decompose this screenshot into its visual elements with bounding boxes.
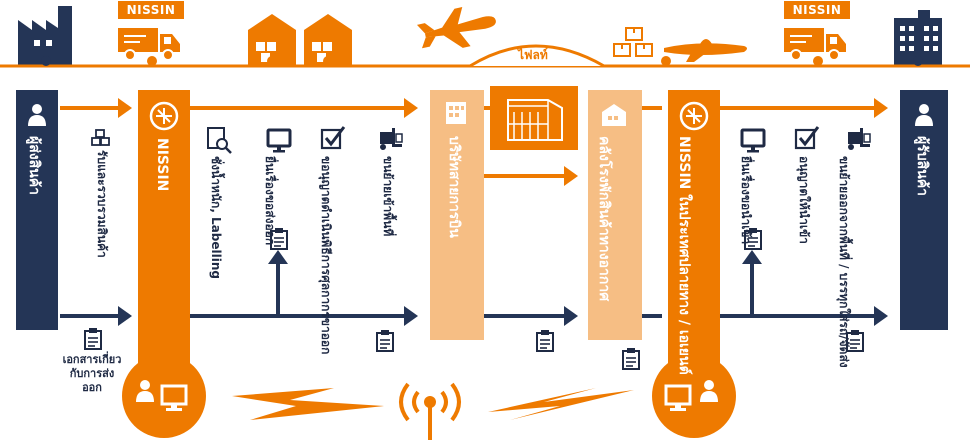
lower-flow-arrows <box>60 250 888 326</box>
step-import-declaration: ยื่นเรื่องขอนำเข้า <box>738 156 753 245</box>
warehouse-icon <box>248 14 296 66</box>
airplane-takeoff-icon <box>415 0 500 57</box>
monitor-icon <box>266 128 292 154</box>
document-search-icon <box>207 127 232 154</box>
nissin-destination-label: NISSIN ในประเทศปลายทาง / เอเยนต์ <box>676 136 693 375</box>
monitor-icon <box>740 128 766 154</box>
checklist-icon <box>320 126 346 150</box>
airline-column <box>430 90 484 340</box>
step-export-declaration: ยื่นเรื่องขอส่งออก <box>262 156 277 246</box>
flight-label: ไฟลท์ <box>518 48 548 62</box>
nissin-destination-column <box>668 90 720 370</box>
nissin-origin-label: NISSIN <box>154 138 171 192</box>
nissin-truck-badge: NISSIN <box>784 1 850 19</box>
nissin-truck-badge: NISSIN <box>118 1 184 19</box>
flight-arc <box>469 44 605 68</box>
uld-container-icon <box>507 99 563 141</box>
airplane-icon <box>664 39 747 62</box>
shipper-label: ผู้ส่งสินค้า <box>26 136 43 195</box>
operator-icon <box>136 380 188 411</box>
building-icon <box>446 102 466 124</box>
warehouse-small-icon <box>602 104 626 126</box>
step-receive: รับและรวบรวมสินค้า <box>94 150 109 258</box>
document-icon <box>622 347 640 370</box>
export-documents-note: เอกสารเกี่ยวกับการส่งออก <box>62 353 122 394</box>
upper-flow-arrows <box>60 98 888 186</box>
boxes-icon <box>91 129 110 146</box>
step-import-permit: อนุญาตให้นำเข้า <box>796 156 811 244</box>
airline-label: บริษัทสายการบิน <box>446 136 463 238</box>
nissin-logo-icon <box>149 101 179 131</box>
document-icon <box>536 329 554 352</box>
antenna-signal-icon <box>399 382 461 440</box>
step-export-customs: ขอนุญาตดำเนินพิธีการศุลกากรขาออก <box>318 156 333 355</box>
consignee-label: ผู้รับสินค้า <box>914 136 931 196</box>
nissin-origin-base <box>122 354 206 438</box>
warehouse-icon <box>304 14 352 66</box>
nissin-logo-icon <box>679 101 709 131</box>
step-deliver: ขนย้ายออกจากพื้นที่ / บรรทุกใส่รถ/จัดส่ง <box>836 156 851 368</box>
nissin-origin-column <box>138 90 190 370</box>
document-icon <box>84 327 102 350</box>
cargo-boxes-icon <box>613 27 653 57</box>
lightning-bolt-left <box>232 388 384 420</box>
nissin-destination-base <box>652 354 736 438</box>
forklift-icon <box>848 128 871 150</box>
shipper-column <box>16 90 58 330</box>
checklist-icon <box>794 126 820 150</box>
step-inspect-label: ชั่งน้ำหนัก, Labelling <box>208 156 223 280</box>
factory-icon <box>18 6 72 66</box>
document-icon <box>376 329 394 352</box>
operator-icon <box>664 380 718 411</box>
truck-icon <box>783 27 847 61</box>
step-move-bonded: ขนย้ายเข้าพื้นที่ <box>380 156 395 237</box>
consignee-column <box>900 90 948 330</box>
truck-icon <box>117 27 181 61</box>
forklift-icon <box>380 128 403 150</box>
location-pins <box>147 56 823 66</box>
warehouse-column <box>588 90 642 340</box>
lightning-bolt-right <box>488 388 634 420</box>
warehouse-label: คลังโรงพักสินค้าทางอากาศ <box>596 136 613 302</box>
